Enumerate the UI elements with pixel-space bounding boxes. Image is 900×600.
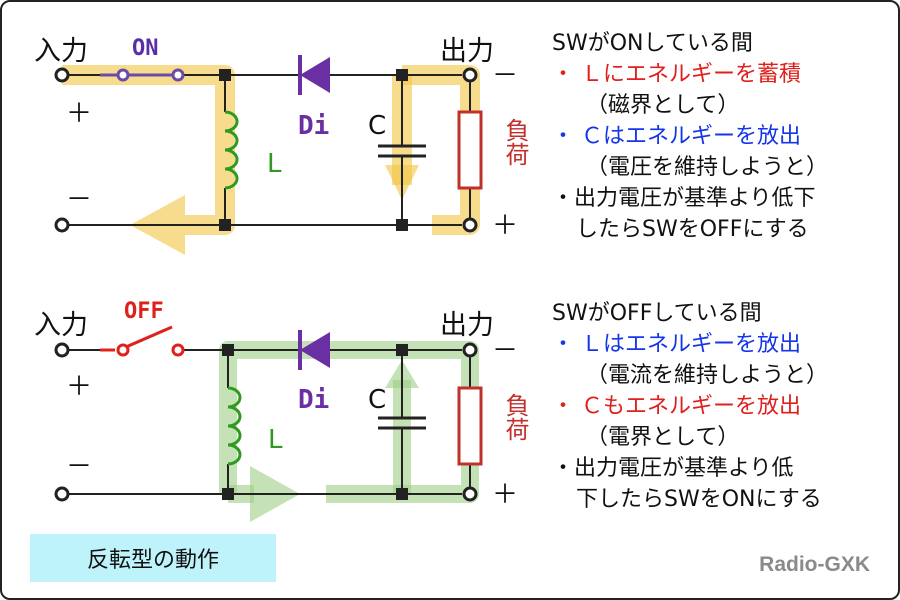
top-note-line: SWがONしている間: [552, 31, 753, 56]
bottom-load-label: 負荷: [501, 393, 529, 441]
bottom-input-label: 入力: [34, 310, 88, 341]
top-input-terminal-minus: [54, 217, 70, 233]
top-load-resistor: [457, 110, 483, 190]
bottom-note-line: （電流を維持しようと）: [586, 363, 829, 388]
top-switch: [100, 68, 185, 82]
top-load-label: 負荷: [501, 118, 529, 166]
bottom-output-terminal-minus: [462, 342, 478, 358]
bottom-cap-label: C: [368, 385, 386, 415]
top-minus-left: －: [66, 185, 92, 215]
bottom-diode-label: Di: [298, 385, 329, 415]
top-plus-left: ＋: [66, 99, 92, 129]
bottom-note-line: （電界として）: [586, 425, 740, 450]
top-notes: SWがONしている間 ・ Ｌにエネルギーを蓄積 （磁界として） ・ Ｃはエネルギ…: [552, 28, 828, 245]
top-note-line: （電圧を維持しようと）: [586, 155, 829, 180]
bottom-plus-left: ＋: [66, 372, 92, 402]
bottom-junctions: [222, 344, 408, 500]
bottom-note-line: 下したらSWをONにする: [576, 487, 822, 512]
top-note-line: ・出力電圧が基準より低下: [552, 186, 816, 211]
bottom-notes: SWがOFFしている間 ・ Ｌはエネルギーを放出 （電流を維持しようと） ・ Ｃ…: [552, 298, 828, 515]
bottom-input-terminal-plus: [54, 342, 70, 358]
bottom-note-line: ・出力電圧が基準より低: [552, 456, 794, 481]
top-inductor-label: L: [267, 149, 282, 179]
bottom-output-label: 出力: [440, 310, 494, 341]
bottom-current-path: [219, 341, 479, 503]
top-diode-label: Di: [298, 111, 329, 141]
top-input-terminal-plus: [54, 67, 70, 83]
bottom-inductor-label: L: [268, 425, 283, 455]
bottom-note-line: SWがOFFしている間: [552, 301, 762, 326]
bottom-switch-label: OFF: [124, 299, 164, 324]
top-input-label: 入力: [34, 36, 88, 67]
top-output-terminal-minus: [462, 67, 478, 83]
bottom-plus-right: ＋: [492, 480, 518, 510]
top-current-path: [62, 65, 480, 235]
top-capacitor: [378, 144, 426, 158]
top-note-line: （磁界として）: [586, 93, 740, 118]
top-output-terminal-plus: [462, 217, 478, 233]
bottom-note-line: ・ Ｌはエネルギーを放出: [552, 332, 801, 357]
top-diode: [298, 55, 330, 95]
bottom-circuit: 入力 出力 OFF ＋ － － ＋ Di L C 負荷: [34, 299, 529, 522]
top-minus-right: －: [492, 61, 518, 91]
top-inductor: [224, 110, 239, 190]
bottom-diode: [298, 330, 330, 370]
bottom-minus-right: －: [492, 336, 518, 366]
top-output-label: 出力: [440, 36, 494, 67]
top-plus-right: ＋: [492, 211, 518, 241]
bottom-output-terminal-plus: [462, 486, 478, 502]
top-note-line: ・ Ｃはエネルギーを放出: [552, 124, 801, 149]
top-junctions: [219, 69, 408, 231]
bottom-minus-left: －: [66, 452, 92, 482]
title-badge: 反転型の動作: [30, 534, 276, 582]
bottom-switch: [100, 325, 185, 357]
top-note-line: ・ Ｌにエネルギーを蓄積: [552, 62, 801, 87]
bottom-load-resistor: [457, 386, 483, 466]
top-cap-label: C: [368, 111, 386, 141]
top-circuit: 入力 出力 ON ＋ － － ＋ Di L C 負荷: [34, 36, 529, 255]
credit-label: Radio-GXK: [759, 553, 870, 576]
bottom-note-line: ・ Ｃもエネルギーを放出: [552, 394, 801, 419]
bottom-input-terminal-minus: [54, 486, 70, 502]
bottom-inductor: [227, 386, 242, 466]
top-note-line: したらSWをOFFにする: [576, 217, 809, 242]
bottom-capacitor: [378, 416, 426, 430]
top-switch-label: ON: [132, 36, 159, 61]
